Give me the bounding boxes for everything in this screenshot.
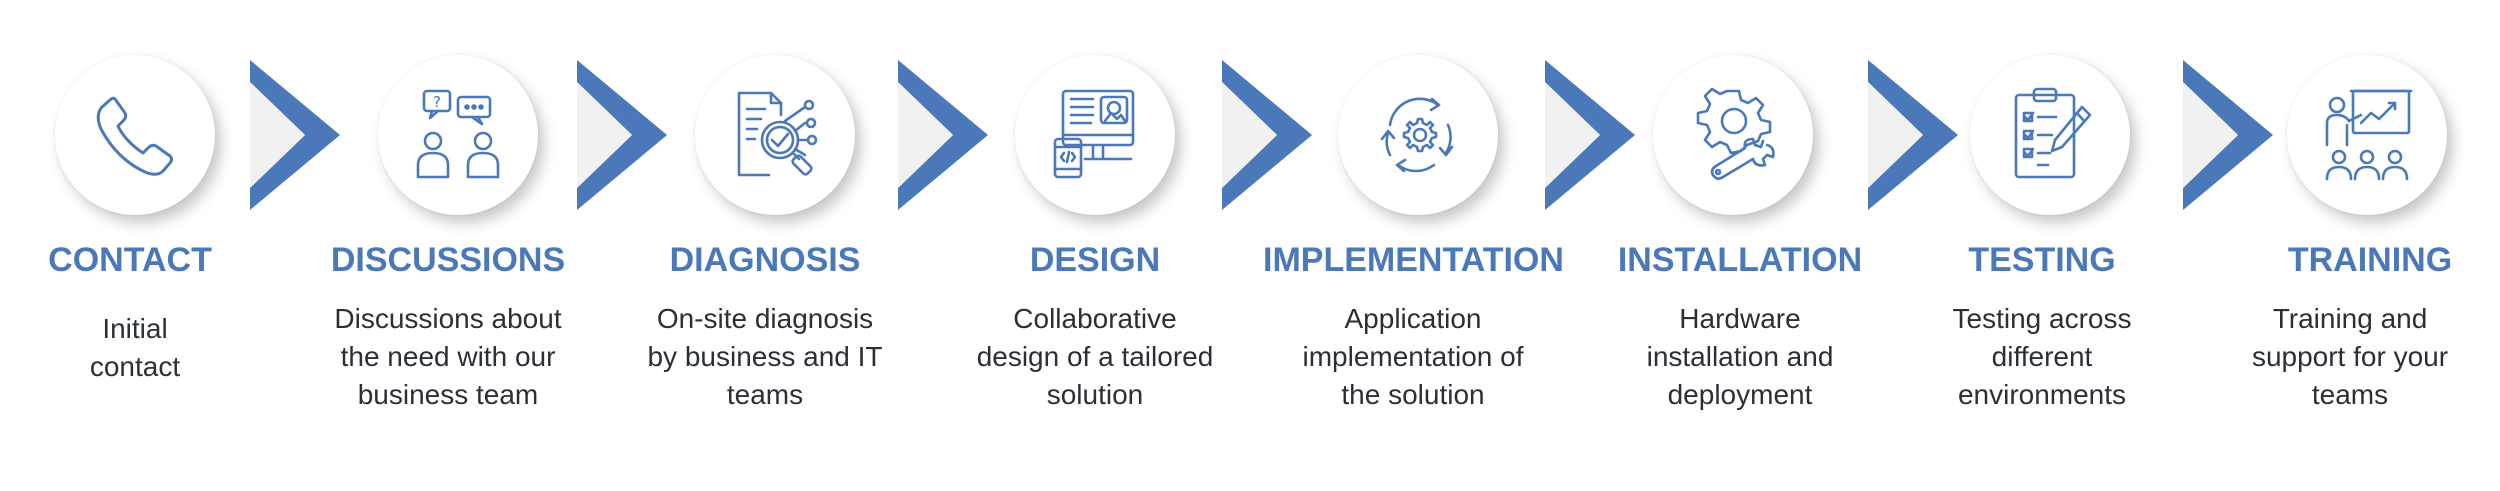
step-circle [1653,55,1813,215]
step-circle [1970,55,2130,215]
step-description: On-site diagnosis by business and IT tea… [647,303,883,410]
step-testing: TESTING Testing across different environ… [1892,0,2192,491]
chevron-arrow [1868,60,1958,210]
step-description: Application implementation of the soluti… [1302,303,1524,410]
step-circle [695,55,855,215]
chevron-arrow [250,60,340,210]
phone-icon [96,96,173,176]
step-title: DIAGNOSIS [669,241,861,279]
chevron-arrow [1222,60,1312,210]
step-title: CONTACT [48,241,212,279]
step-training: TRAINING Training and support for your t… [2200,0,2500,491]
step-title: TRAINING [2287,241,2453,279]
step-description: Hardware installation and deployment [1646,303,1834,410]
step-circle [2287,55,2447,215]
step-description: Discussions about the need with our busi… [334,303,562,410]
step-title: DESIGN [1029,241,1161,279]
chevron-arrow [577,60,667,210]
step-title: DISCUSSIONS [330,241,566,279]
step-circle [1338,55,1498,215]
testing-icon [2014,87,2092,179]
step-implementation: IMPLEMENTATION Application implementatio… [1263,0,1564,491]
step-discussions: ? DISCUSSIONS Discussions about the need… [298,0,598,491]
svg-text:?: ? [433,93,441,111]
chevron-arrow [898,60,988,210]
step-circle: ? [378,55,538,215]
step-title: INSTALLATION [1617,241,1863,279]
diagnosis-icon [737,91,818,177]
step-circle [1015,55,1175,215]
step-title: IMPLEMENTATION [1263,241,1564,279]
installation-icon [1696,87,1775,180]
step-description: Initial contact [89,313,181,382]
step-diagnosis: DIAGNOSIS On-site diagnosis by business … [615,0,915,491]
chevron-arrow [1545,60,1635,210]
step-contact: CONTACT Initial contact [0,0,280,491]
step-description: Collaborative design of a tailored solut… [976,303,1214,410]
step-description: Training and support for your teams [2251,303,2449,410]
discussion-icon: ? [416,89,500,179]
step-circle [55,55,215,215]
design-icon [1053,89,1135,179]
implementation-icon [1380,97,1454,173]
step-installation: INSTALLATION Hardware installation and d… [1590,0,1890,491]
step-design: DESIGN Collaborative design of a tailore… [945,0,1245,491]
step-title: TESTING [1968,241,2116,279]
training-icon [2325,89,2413,181]
step-description: Testing across different environments [1952,303,2132,410]
chevron-arrow [2183,60,2273,210]
